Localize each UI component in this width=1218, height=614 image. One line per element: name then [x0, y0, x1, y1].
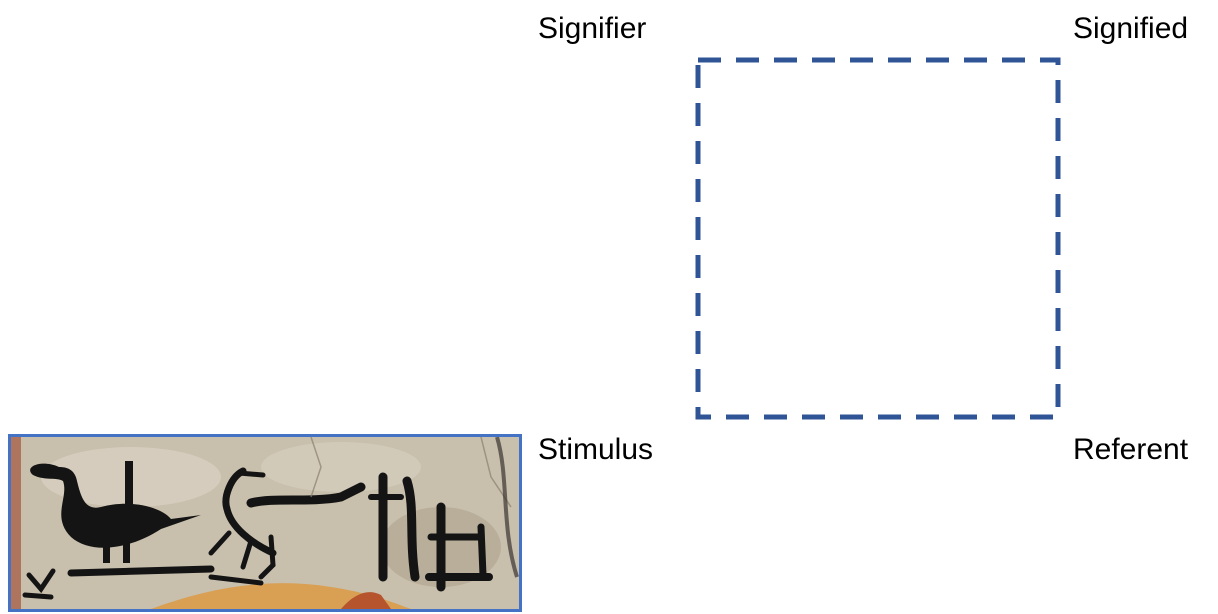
semiotic-square [695, 57, 1061, 420]
stimulus-label: Stimulus [538, 433, 654, 466]
vertical-glyphs [368, 472, 493, 592]
bird-glyph [208, 467, 366, 580]
hieroglyph-photo [8, 434, 522, 612]
signified-label: Signified [1073, 12, 1189, 45]
signifier-label: Signifier [538, 12, 647, 45]
referent-label: Referent [1073, 433, 1189, 466]
dashed-square-outline [695, 57, 1061, 420]
water-glyph [22, 565, 264, 600]
hieroglyph-illustration [11, 437, 519, 609]
duck-glyph [30, 461, 201, 563]
